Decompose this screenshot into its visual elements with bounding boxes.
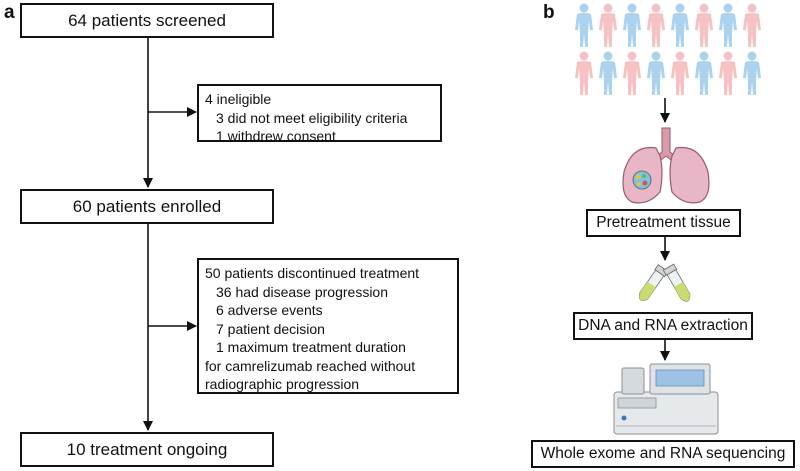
panel-b-letter: b	[543, 2, 555, 23]
sample-tubes-illustration	[638, 263, 691, 302]
box-whole-exome-rna-sequencing: Whole exome and RNA sequencing	[531, 440, 795, 468]
ineligible-line-1: 4 ineligible	[205, 91, 272, 107]
discontinued-line-7: radiographic progression	[205, 376, 360, 392]
box-patients-screened: 64 patients screened	[20, 3, 274, 38]
discontinued-line-1: 50 patients discontinued treatment	[205, 265, 420, 281]
box-discontinued: 50 patients discontinued treatment 36 ha…	[197, 258, 459, 394]
discontinued-line-5: 1 maximum treatment duration	[216, 339, 406, 355]
ineligible-line-2: 3 did not meet eligibility criteria	[216, 109, 408, 126]
box-ineligible: 4 ineligible 3 did not meet eligibility …	[197, 84, 442, 144]
discontinued-line-2: 36 had disease progression	[216, 283, 389, 300]
discontinued-line-3: 6 adverse events	[216, 302, 323, 318]
box-treatment-ongoing: 10 treatment ongoing	[20, 432, 274, 467]
box-patients-enrolled: 60 patients enrolled	[20, 189, 274, 224]
box-pretreatment-tissue: Pretreatment tissue	[586, 209, 741, 237]
panel-a-letter: a	[4, 2, 15, 23]
patient-cohort-illustration	[575, 3, 761, 95]
ineligible-line-3: 1 withdrew consent	[216, 128, 336, 144]
lung-illustration	[622, 127, 710, 204]
discontinued-line-4: 7 patient decision	[216, 320, 325, 337]
sequencer-illustration	[613, 363, 719, 435]
tumor-icon	[632, 170, 652, 190]
discontinued-line-6: for camrelizumab reached without	[205, 357, 416, 374]
box-dna-rna-extraction: DNA and RNA extraction	[573, 312, 753, 340]
